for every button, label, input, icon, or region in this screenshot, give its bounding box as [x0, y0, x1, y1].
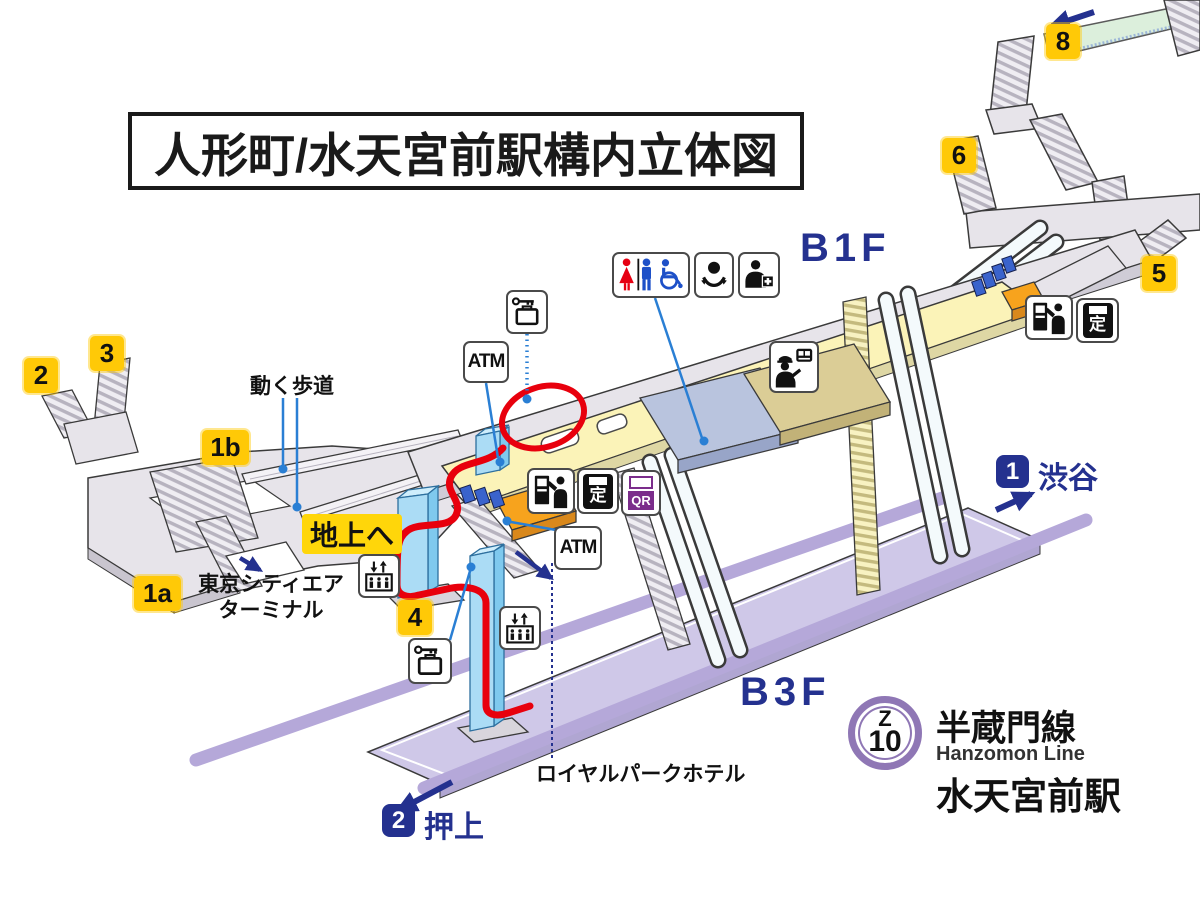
- to-ground-label: 地上へ: [302, 514, 403, 554]
- commuter-pass-icon: 定: [583, 473, 613, 509]
- exit-badge-1a: 1a: [134, 576, 181, 611]
- highlight-circle: [498, 382, 588, 452]
- station-staff-icon: [775, 348, 813, 388]
- commuter-pass-char: 定: [589, 485, 607, 505]
- tcat-arrow: [238, 556, 264, 572]
- royal-park-hotel-label: ロイヤルパークホテル: [536, 763, 746, 786]
- exit-badge-8: 8: [1046, 24, 1080, 59]
- commuter-pass-box-1: 定: [577, 468, 619, 514]
- station-staff-box: [769, 341, 819, 393]
- exit-badge-2: 2: [24, 358, 58, 393]
- track-edge-back: [189, 489, 955, 767]
- baby-icon: [701, 261, 727, 288]
- leader-lines: [278, 297, 709, 758]
- coin-locker-box-2: [408, 638, 452, 684]
- tcat-line1: 東京シティエア: [198, 573, 344, 596]
- ticket-gates: [459, 255, 1017, 509]
- atm-box-1: ATM: [463, 341, 509, 383]
- shibuya-badge: 1: [996, 455, 1029, 488]
- route-line: [393, 444, 534, 719]
- moving-walkway-label: 動く歩道: [250, 375, 334, 398]
- commuter-pass-box-2: 定: [1076, 298, 1119, 343]
- qr-label: QR: [628, 491, 654, 510]
- elevator-box-1: [358, 554, 400, 598]
- line-symbol-letter: Z: [878, 706, 892, 731]
- atm-box-2: ATM: [554, 526, 602, 570]
- toilet-box: [612, 252, 690, 298]
- qr-screen: [629, 476, 653, 489]
- line-name-en: Hanzomon Line: [936, 743, 1085, 765]
- coin-locker-box-1: [506, 290, 548, 334]
- oshiage-badge: 2: [382, 804, 415, 837]
- ticket-machine-box-2: [1025, 295, 1073, 340]
- exit1a-pad: [224, 541, 306, 585]
- exit-badge-6: 6: [942, 138, 976, 173]
- atm-label-1: ATM: [467, 351, 506, 372]
- oshiage-label: 押上: [424, 811, 484, 844]
- mezzanine-stairs: [41, 357, 306, 593]
- exit-badge-3: 3: [90, 336, 124, 371]
- ticket-machine-icon: [1033, 302, 1065, 335]
- elevator-box-2: [499, 606, 541, 650]
- ticket-machine-box-1: [527, 468, 575, 514]
- qr-machine-box: QR: [621, 470, 661, 516]
- nursing-room-box: [738, 252, 780, 298]
- line-symbol-number: 10: [868, 725, 902, 758]
- exit-badge-5: 5: [1142, 256, 1176, 291]
- shibuya-label: 渋谷: [1038, 462, 1098, 495]
- tcat-line2: ターミナル: [218, 599, 324, 622]
- exit8-surface-arrow: [1047, 9, 1095, 31]
- atm-label-2: ATM: [559, 537, 598, 558]
- track-edge-front: [417, 513, 1093, 795]
- tcat-label: 東京シティエア ターミナル: [186, 572, 356, 624]
- line-symbol: Z 10: [848, 696, 922, 770]
- machine-screen: [589, 476, 607, 485]
- line-name-ja: 半蔵門線: [936, 709, 1077, 748]
- baby-care-box: [694, 252, 734, 298]
- map-title: 人形町/水天宮前駅構内立体図: [128, 112, 804, 190]
- escalator-tubes: [641, 285, 971, 669]
- coin-locker-icon: [414, 645, 443, 675]
- hotel-arrow: [514, 550, 554, 581]
- shibuya-arrow: [994, 491, 1036, 513]
- ticket-machine-icon: [534, 475, 568, 509]
- nursing-icon: [745, 260, 775, 288]
- toilet-icon: [619, 258, 683, 291]
- commuter-pass-icon: 定: [1082, 303, 1113, 338]
- elevator-icon: [365, 560, 393, 592]
- station-name-ja: 水天宮前駅: [936, 776, 1121, 817]
- b1f-label: B1F: [800, 226, 891, 270]
- elevator-icon: [506, 612, 534, 644]
- exit-badge-4: 4: [398, 600, 432, 635]
- exit-badge-1b: 1b: [202, 430, 249, 465]
- coin-locker-icon: [511, 297, 539, 326]
- commuter-pass-char: 定: [1089, 315, 1106, 334]
- b3f-label: B3F: [740, 670, 831, 714]
- machine-screen: [1088, 306, 1107, 314]
